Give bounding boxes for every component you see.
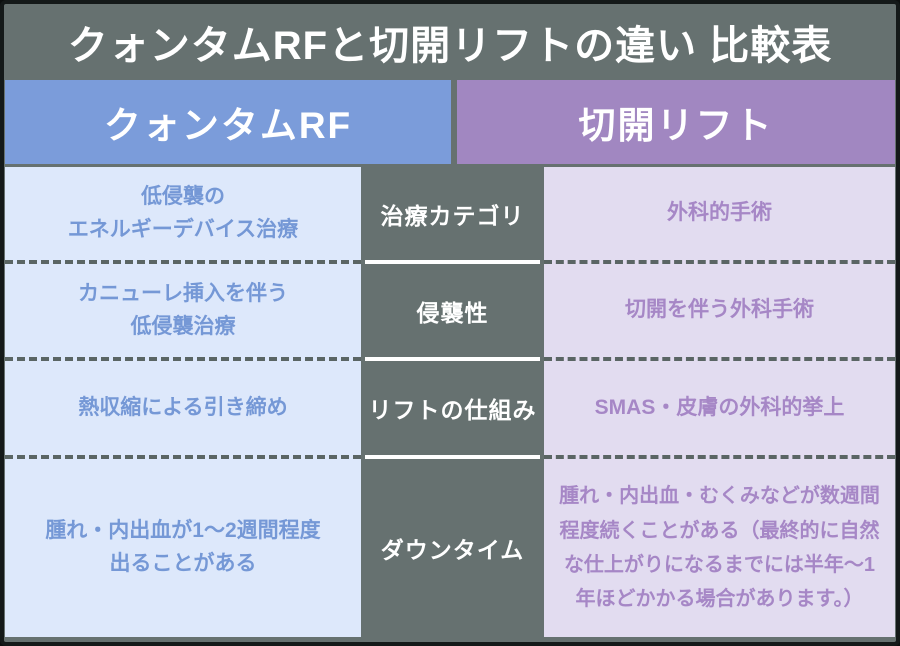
incision-cell: SMAS・皮膚の外科的挙上 — [544, 357, 895, 455]
page-title: クォンタムRFと切開リフトの違い 比較表 — [67, 24, 833, 68]
incision-cell: 腫れ・内出血・むくみなどが数週間程度続くことがある（最終的に自然な仕上がりになる… — [544, 455, 895, 637]
column-headers: クォンタムRF 切開リフト — [4, 80, 896, 164]
quantum-cell: 低侵襲の エネルギーデバイス治療 — [5, 167, 361, 260]
category-label: 治療カテゴリ — [380, 202, 525, 229]
incision-cell: 切開を伴う外科手術 — [544, 260, 895, 357]
incision-cell: 外科的手術 — [544, 167, 895, 260]
quantum-cell: 熱収縮による引き締め — [5, 357, 361, 455]
title-bar: クォンタムRFと切開リフトの違い 比較表 — [4, 4, 896, 80]
quantum-cell: 腫れ・内出血が1〜2週間程度 出ることがある — [5, 455, 361, 637]
comparison-table: 低侵襲の エネルギーデバイス治療 治療カテゴリ 外科的手術 カニューレ挿入を伴う… — [4, 167, 896, 637]
header-incision-lift: 切開リフト — [457, 80, 895, 164]
category-label: 侵襲性 — [365, 260, 540, 357]
category-label: リフトの仕組み — [365, 357, 540, 455]
header-quantum-rf: クォンタムRF — [5, 80, 451, 164]
quantum-cell: カニューレ挿入を伴う 低侵襲治療 — [5, 260, 361, 357]
category-label: ダウンタイム — [365, 455, 540, 637]
